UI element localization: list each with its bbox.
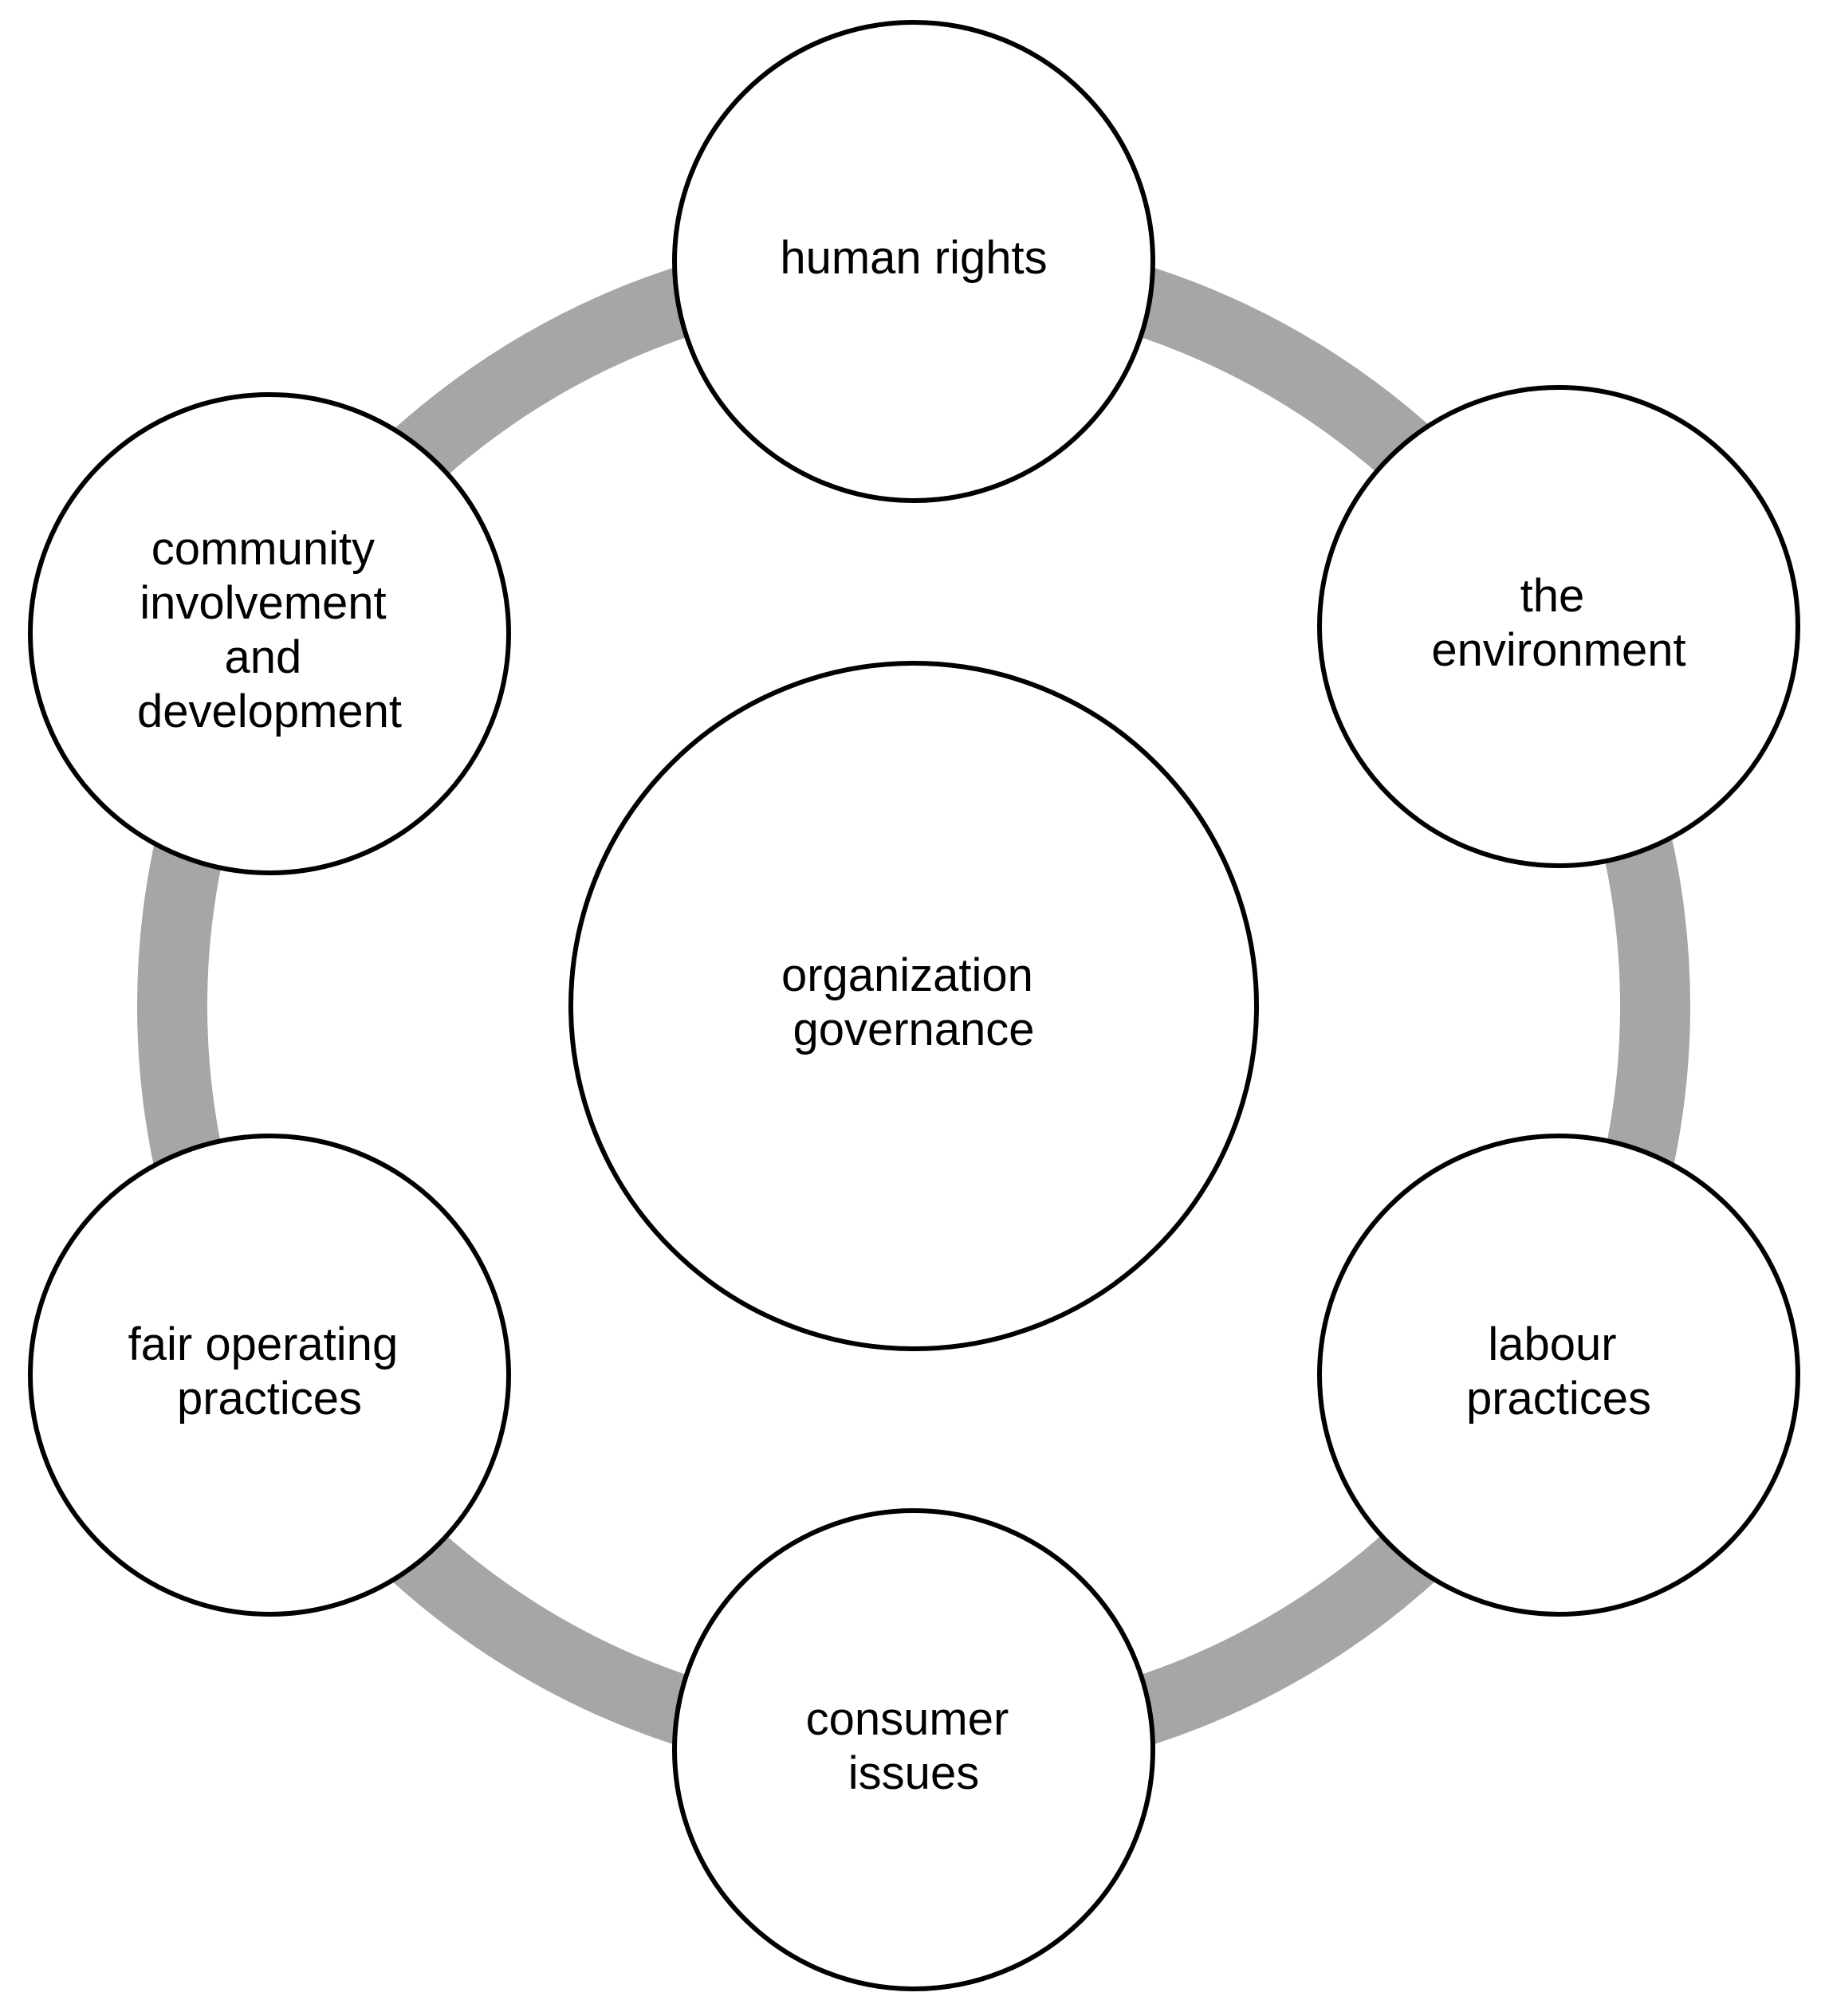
fair-operating-practices-label-line-1: fair operating bbox=[128, 1318, 399, 1370]
community-involvement-label: community involvement and development bbox=[137, 523, 402, 737]
labour-practices-label-line-2: practices bbox=[1466, 1373, 1651, 1425]
community-involvement-label-line-1: community bbox=[151, 523, 375, 575]
fair-operating-practices-circle bbox=[28, 1134, 511, 1617]
the-environment-circle bbox=[1317, 385, 1800, 868]
community-involvement-label-line-4: development bbox=[137, 686, 402, 737]
the-environment-label: the environment bbox=[1431, 570, 1685, 676]
node-consumer-issues: consumer issues bbox=[672, 1508, 1155, 1991]
center-label-line-2: governance bbox=[793, 1004, 1034, 1055]
node-human-rights: human rights bbox=[672, 20, 1155, 503]
community-involvement-label-line-2: involvement bbox=[140, 577, 386, 629]
human-rights-label-line-1: human rights bbox=[780, 232, 1047, 284]
human-rights-circle bbox=[672, 20, 1155, 503]
consumer-issues-label: consumer issues bbox=[806, 1693, 1022, 1799]
center-node: organization governance bbox=[568, 661, 1259, 1351]
community-involvement-circle bbox=[28, 392, 511, 875]
fair-operating-practices-label-line-2: practices bbox=[177, 1373, 362, 1425]
center-circle bbox=[568, 661, 1259, 1351]
consumer-issues-label-line-2: issues bbox=[848, 1747, 979, 1799]
the-environment-label-line-1: the bbox=[1520, 570, 1585, 622]
consumer-issues-label-line-1: consumer bbox=[806, 1693, 1009, 1745]
center-label: organization governance bbox=[781, 949, 1046, 1055]
center-label-line-1: organization bbox=[781, 949, 1033, 1001]
labour-practices-circle bbox=[1317, 1134, 1800, 1617]
community-involvement-label-line-3: and bbox=[225, 631, 302, 683]
fair-operating-practices-label: fair operating practices bbox=[128, 1318, 411, 1425]
human-rights-label: human rights bbox=[780, 232, 1047, 284]
node-the-environment: the environment bbox=[1317, 385, 1800, 868]
the-environment-label-line-2: environment bbox=[1431, 624, 1685, 676]
consumer-issues-circle bbox=[672, 1508, 1155, 1991]
labour-practices-label-line-1: labour bbox=[1488, 1318, 1616, 1370]
node-community-involvement-and-development: community involvement and development bbox=[28, 392, 511, 875]
node-fair-operating-practices: fair operating practices bbox=[28, 1134, 511, 1617]
labour-practices-label: labour practices bbox=[1466, 1318, 1651, 1425]
node-labour-practices: labour practices bbox=[1317, 1134, 1800, 1617]
